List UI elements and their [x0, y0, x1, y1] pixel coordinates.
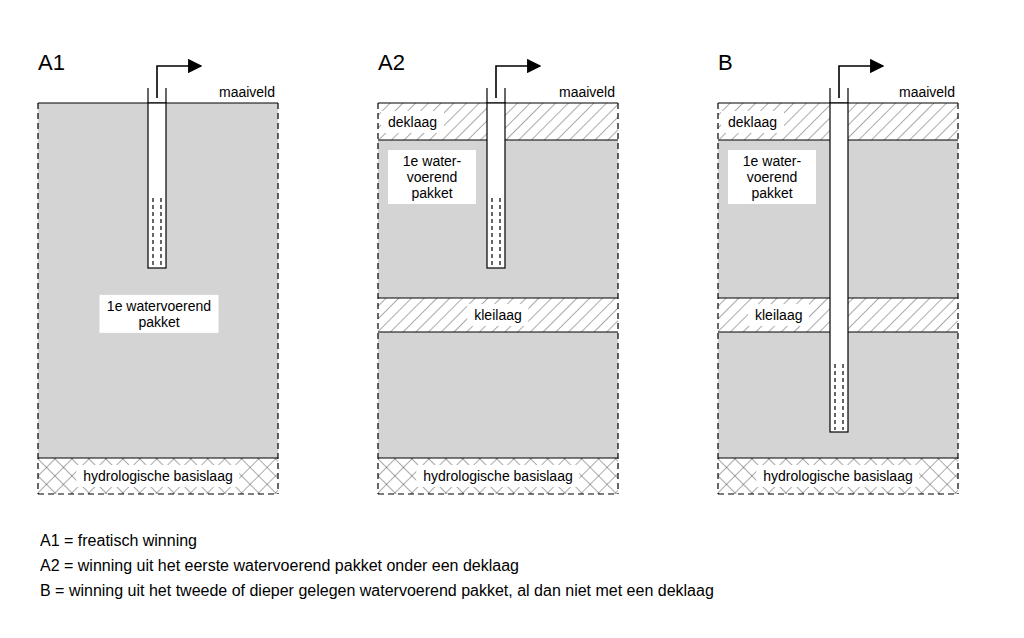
layer-label: kleilaag [467, 304, 528, 326]
layer-label: kleilaag [748, 304, 809, 326]
well-pipe [487, 66, 540, 268]
layer-line [38, 493, 278, 494]
layer-label: 1e watervoerend pakket [100, 295, 219, 333]
panel-heading: B [718, 50, 733, 75]
panel-b [718, 66, 958, 494]
base-layer-fill [378, 458, 618, 494]
panel-a2 [378, 66, 618, 494]
soil-layer-band: hydrologische basislaag [378, 458, 618, 494]
layer-line [718, 493, 958, 494]
layer-line [378, 297, 618, 298]
base-layer-fill [38, 458, 278, 494]
aquifer-fill [38, 103, 278, 458]
soil-layer-band: kleilaag [718, 298, 958, 332]
panel-group: Bdeklaag 1e water- voerend pakket kleilaag… [718, 50, 958, 496]
layer-label: hydrologische basislaag [76, 465, 239, 487]
layer-line [378, 493, 618, 494]
layer-line [378, 331, 618, 332]
layer-label: hydrologische basislaag [416, 465, 579, 487]
layer-label: deklaag [721, 110, 784, 132]
side-line [37, 103, 38, 494]
well-pipe [830, 66, 883, 432]
layer-label: deklaag [381, 110, 444, 132]
panel-group: A2 deklaag 1e water- voerend pakket kleilaa… [378, 50, 618, 496]
soil-layer-band: 1e watervoerend pakket [38, 103, 278, 458]
soil-layer-band: deklaag [718, 103, 958, 140]
side-line [717, 103, 718, 494]
side-line [277, 103, 278, 494]
caption-note: B = winning uit het tweede of dieper gel… [40, 582, 714, 600]
side-line [377, 103, 378, 494]
caption-note: A1 = freatisch winning [40, 532, 197, 550]
layer-line [718, 457, 958, 458]
base-layer-fill [718, 458, 958, 494]
layer-line [38, 457, 278, 458]
panel-heading: A2 [378, 50, 405, 75]
soil-layer-band: kleilaag [378, 298, 618, 332]
layer-line [378, 457, 618, 458]
layer-label: hydrologische basislaag [756, 465, 919, 487]
panel-a1 [38, 66, 278, 494]
well-pipe [148, 66, 201, 268]
layer-label: 1e water- voerend pakket [728, 150, 816, 204]
ground-level-label: maaiveld [559, 84, 615, 100]
side-line [957, 103, 958, 494]
soil-layer-band: hydrologische basislaag [718, 458, 958, 494]
panel-group: A1 1e watervoerend pakket hydrologische ba… [38, 50, 278, 496]
clay-layer-fill [378, 298, 618, 332]
aquifer-fill [718, 103, 958, 458]
aquifer-fill [378, 103, 618, 458]
soil-layer-band: 1e water- voerend pakket [718, 140, 958, 298]
panel-heading: A1 [38, 50, 65, 75]
ground-level-label: maaiveld [899, 84, 955, 100]
layer-label: 1e water- voerend pakket [388, 150, 476, 204]
ground-level-label: maaiveld [219, 84, 275, 100]
soil-layer-band: 1e water- voerend pakket [378, 140, 618, 298]
soil-layer-band: deklaag [378, 103, 618, 140]
caption-note: A2 = winning uit het eerste watervoerend… [40, 557, 519, 575]
side-line [617, 103, 618, 494]
soil-layer-band: hydrologische basislaag [38, 458, 278, 494]
